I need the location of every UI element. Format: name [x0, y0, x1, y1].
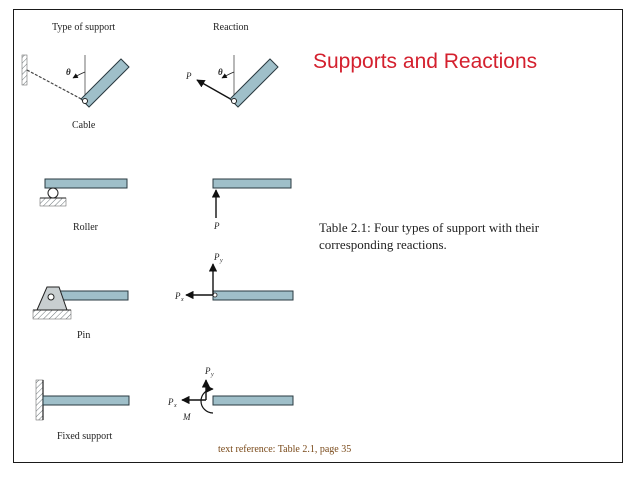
reaction-beam	[212, 178, 292, 189]
fixed-beam	[42, 395, 130, 406]
angle-arc	[221, 71, 235, 79]
slide-title: Supports and Reactions	[313, 50, 538, 73]
cable-line	[26, 69, 86, 102]
reaction-beam	[212, 395, 294, 406]
label-roller: Roller	[73, 222, 98, 233]
pin-joint	[47, 293, 55, 301]
theta-symbol: θ	[218, 67, 223, 77]
force-subscript-y: y	[210, 372, 214, 378]
header-reaction: Reaction	[213, 22, 249, 33]
cable-support-diagram: θ	[21, 54, 130, 108]
beam-end-pin	[231, 98, 237, 104]
reaction-beam	[212, 290, 294, 301]
header-type-of-support: Type of support	[52, 22, 116, 33]
slide-frame	[13, 9, 623, 463]
reaction-force-arrow	[196, 79, 235, 102]
moment-arc-arrow	[200, 385, 214, 414]
roller-support-diagram	[39, 178, 128, 207]
label-pin: Pin	[77, 330, 91, 341]
cable-beam	[80, 58, 130, 108]
ground-hatch	[39, 197, 67, 207]
force-subscript-x: x	[180, 297, 184, 303]
wall-hatch	[35, 379, 44, 421]
fixed-reaction-diagram: P y P x M	[167, 366, 294, 422]
force-subscript-y: y	[219, 258, 223, 264]
force-label-py: P	[213, 252, 220, 262]
force-label-px: P	[167, 397, 174, 407]
cable-pin	[82, 98, 88, 104]
cable-reaction-diagram: P θ	[185, 55, 279, 108]
force-subscript-x: x	[173, 403, 177, 409]
roller-reaction-diagram: P	[211, 178, 292, 231]
force-label-py: P	[204, 366, 211, 376]
fixed-support-diagram	[35, 379, 130, 421]
reaction-beam	[229, 58, 279, 108]
force-label-p: P	[185, 71, 192, 81]
pin-support-diagram	[32, 286, 129, 320]
ground-hatch	[32, 309, 72, 320]
theta-symbol: θ	[66, 67, 71, 77]
text-reference: text reference: Table 2.1, page 35	[218, 444, 352, 455]
force-label-px: P	[174, 291, 181, 301]
angle-arc	[72, 71, 86, 79]
force-label-p: P	[213, 221, 220, 231]
label-fixed-support: Fixed support	[57, 431, 113, 442]
table-caption: Table 2.1: Four types of support with th…	[319, 220, 540, 252]
pin-reaction-diagram: P y P x	[174, 252, 294, 303]
moment-label-m: M	[182, 412, 191, 422]
wall-hatch	[21, 54, 28, 86]
roller-wheel	[47, 187, 59, 199]
label-cable: Cable	[72, 120, 96, 131]
roller-beam	[44, 178, 128, 189]
